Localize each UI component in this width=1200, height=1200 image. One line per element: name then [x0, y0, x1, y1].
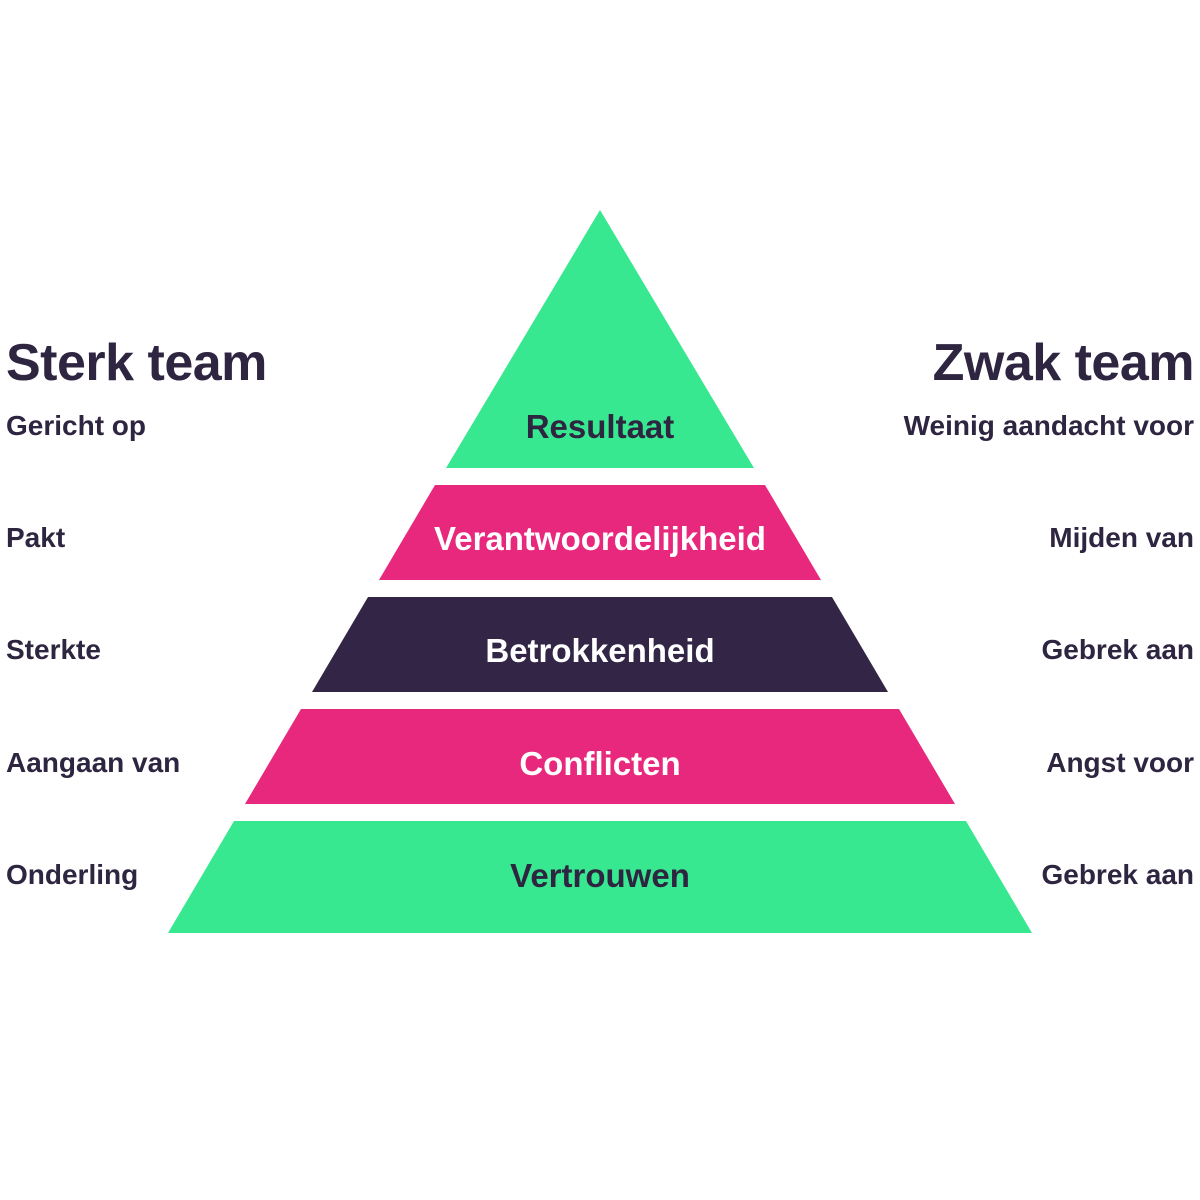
strong-label-conflicten: Aangaan van — [6, 747, 181, 778]
strong-label-vertrouwen: Onderling — [6, 859, 139, 890]
strong-label-resultaat: Gericht op — [6, 410, 147, 441]
tier-verantwoordelijkheid — [379, 485, 821, 580]
tier-vertrouwen — [168, 821, 1032, 933]
weak-label-betrokkenheid: Gebrek aan — [1041, 634, 1194, 665]
tier-label-conflicten: Conflicten — [519, 745, 680, 782]
tier-label-vertrouwen: Vertrouwen — [510, 857, 690, 894]
weak-label-conflicten: Angst voor — [1046, 747, 1194, 778]
tier-betrokkenheid — [312, 597, 888, 692]
strong-label-betrokkenheid: Sterkte — [6, 634, 101, 665]
strong-team-heading: Sterk team — [6, 334, 267, 392]
weak-label-vertrouwen: Gebrek aan — [1041, 859, 1194, 890]
tier-label-verantwoordelijkheid: Verantwoordelijkheid — [434, 520, 766, 557]
tier-conflicten — [245, 709, 955, 804]
strong-label-verantwoordelijkheid: Pakt — [6, 522, 66, 553]
weak-label-verantwoordelijkheid: Mijden van — [1049, 522, 1194, 553]
tier-label-betrokkenheid: Betrokkenheid — [485, 632, 714, 669]
tier-label-resultaat: Resultaat — [526, 408, 675, 445]
tier-resultaat — [446, 210, 754, 468]
weak-team-heading: Zwak team — [932, 334, 1195, 392]
weak-label-resultaat: Weinig aandacht voor — [903, 410, 1194, 441]
